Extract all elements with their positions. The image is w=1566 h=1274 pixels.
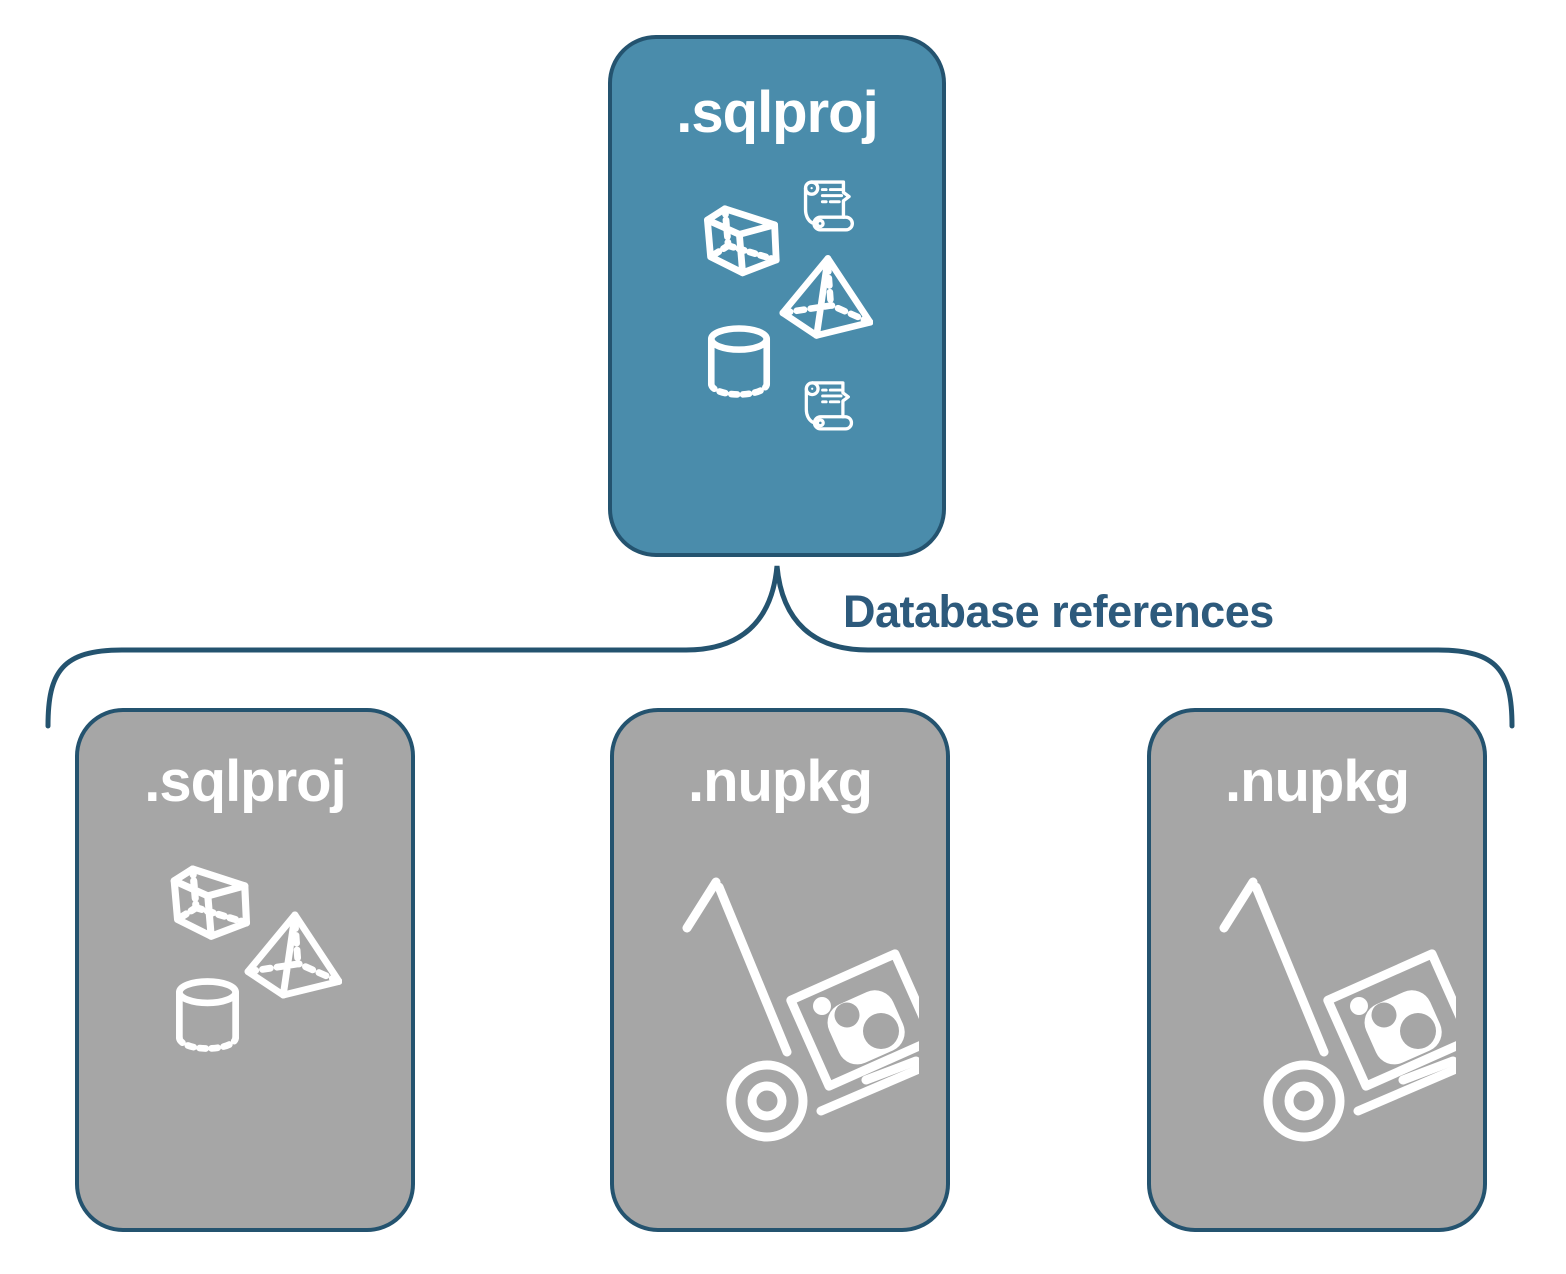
pyramid-icon	[244, 909, 342, 999]
cube-icon	[167, 864, 252, 948]
cylinder-icon	[174, 977, 241, 1053]
node-child-nupkg-1: .nupkg	[610, 708, 950, 1232]
node-child-nupkg-2: .nupkg	[1147, 708, 1487, 1232]
node-label: .sqlproj	[144, 749, 346, 814]
connector-label: Database references	[843, 586, 1274, 637]
node-label: .nupkg	[687, 749, 873, 814]
nuget-handtruck-icon	[669, 864, 919, 1144]
node-label: .sqlproj	[676, 80, 878, 145]
cube-icon	[701, 204, 781, 284]
scroll-icon	[799, 377, 857, 433]
cylinder-icon	[706, 323, 772, 400]
nuget-handtruck-icon	[1206, 864, 1456, 1144]
pyramid-icon	[779, 252, 873, 340]
node-child-sqlproj: .sqlproj	[75, 708, 415, 1232]
node-label: .nupkg	[1224, 749, 1410, 814]
scroll-icon	[799, 176, 857, 234]
node-root-sqlproj: .sqlproj	[608, 35, 946, 557]
